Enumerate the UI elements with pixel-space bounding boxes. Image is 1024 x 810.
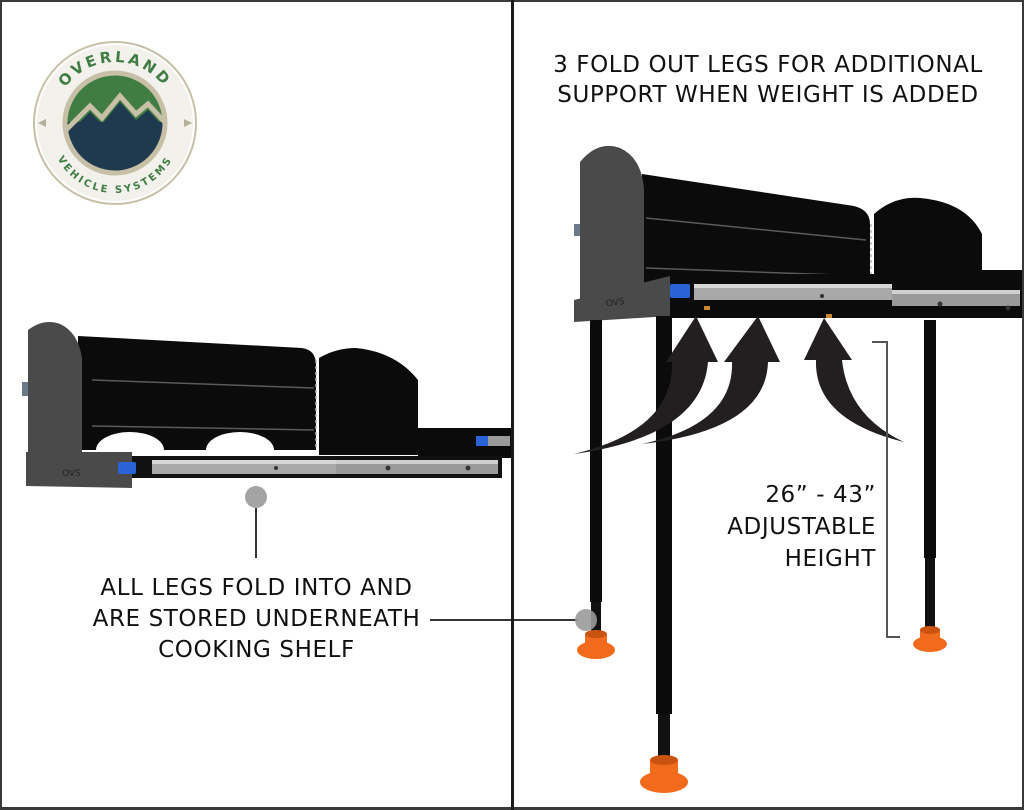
stored-legs-caption: ALL LEGS FOLD INTO AND ARE STORED UNDERN… [2, 573, 511, 666]
height-range-text: 26” - 43” [765, 482, 876, 508]
callout-line-horizontal [430, 619, 511, 621]
ovs-badge-text: OVS [62, 469, 81, 479]
ovs-badge-text-deployed: OVS [605, 297, 625, 310]
left-panel-stored-legs: OVERLAND VEHICLE SYSTEMS OVS [2, 0, 511, 810]
leg-back-right [913, 320, 947, 652]
height-label-line-3: HEIGHT [784, 546, 876, 572]
overland-vehicle-systems-logo: OVERLAND VEHICLE SYSTEMS [32, 40, 198, 206]
fold-out-legs-headline: 3 FOLD OUT LEGS FOR ADDITIONAL SUPPORT W… [514, 50, 1022, 110]
height-label-line-2: ADJUSTABLE [727, 514, 876, 540]
panel-divider [511, 0, 514, 810]
headline-line-2: SUPPORT WHEN WEIGHT IS ADDED [557, 82, 979, 108]
callout-dot-leg [575, 609, 597, 631]
right-panel-fold-out-legs: 3 FOLD OUT LEGS FOR ADDITIONAL SUPPORT W… [514, 0, 1022, 810]
caption-line-2: ARE STORED UNDERNEATH [92, 606, 421, 632]
leg-front-left [577, 320, 615, 659]
callout-dot-stored-legs [245, 486, 267, 508]
height-bracket-top [872, 341, 888, 343]
cooking-shelf-stored-image: OVS [22, 322, 511, 488]
adjustable-height-label: 26” - 43” ADJUSTABLE HEIGHT [664, 479, 876, 575]
callout-line-horizontal-continued [514, 619, 578, 621]
cooking-shelf-deployed-image: OVS [574, 145, 1022, 793]
callout-line-vertical [255, 508, 257, 558]
caption-line-3: COOKING SHELF [158, 637, 355, 663]
headline-line-1: 3 FOLD OUT LEGS FOR ADDITIONAL [553, 52, 983, 78]
logo-emblem-icon: OVERLAND VEHICLE SYSTEMS [33, 41, 197, 205]
height-bracket-bottom [886, 636, 900, 638]
fold-out-arrows [574, 316, 904, 454]
height-bracket-line [886, 341, 888, 638]
caption-line-1: ALL LEGS FOLD INTO AND [100, 575, 413, 601]
